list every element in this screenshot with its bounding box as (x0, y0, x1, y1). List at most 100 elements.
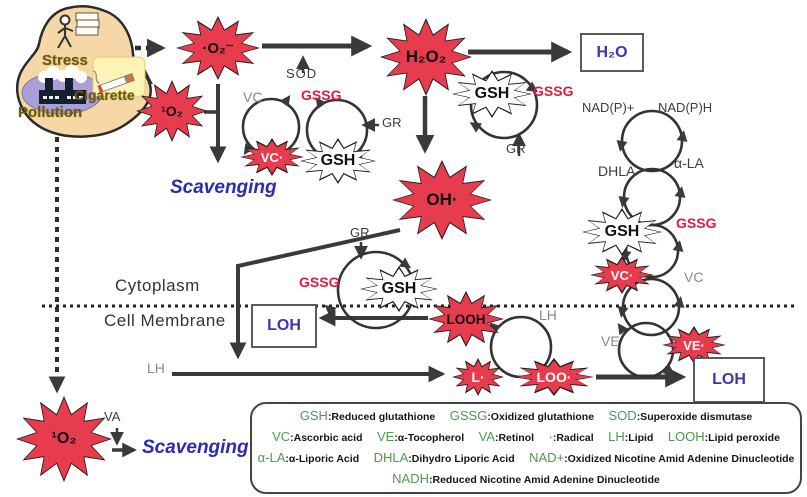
loh-text: LOH (267, 317, 301, 334)
lh-label-left: LH (147, 360, 165, 376)
gssg-label-right: GSSG (676, 215, 717, 231)
cigarette-label: Cigarette (74, 87, 135, 103)
legend-def: :Lipid (624, 432, 654, 444)
vc-label-left: VC (243, 89, 263, 105)
singlet-oxygen-text: ¹O₂ (161, 103, 183, 119)
legend-row: GSH:Reduced glutathione GSSG:Oxidized gl… (295, 406, 757, 427)
hydroxyl-radical-text: OH· (426, 190, 458, 209)
cycle-nadp-la (620, 109, 684, 173)
legend-abbr: NADH (392, 471, 429, 486)
legend-abbr: NAD+ (529, 450, 565, 465)
gssg-label-left: GSSG (301, 87, 342, 103)
legend-item: GSH:Reduced glutathione (300, 407, 436, 424)
gsh-text: GSH (474, 85, 510, 102)
nadp-plus-label: NAD(P)+ (582, 100, 635, 115)
water-box: H₂O (580, 33, 644, 72)
singlet-oxygen-top-starburst: ¹O₂ (136, 80, 208, 142)
legend-item: LH:Lipid (608, 428, 653, 445)
scavenging-label-bottom: Scavenging (142, 437, 249, 458)
legend-def: :Retinol (494, 432, 535, 444)
legend-def: :Ascorbic acid (290, 432, 363, 444)
l-radical-starburst: L· (452, 358, 504, 396)
gsh-badge-right: GSH (582, 208, 662, 256)
legend-item: ·:Radical (549, 428, 594, 445)
sod-label: SOD (286, 66, 318, 81)
legend-row: VC:Ascorbic acid VE:α-Tocopherol VA:Reti… (267, 427, 785, 448)
legend-item: VA:Retinol (479, 428, 534, 445)
legend-abbr: GSSG (449, 408, 488, 423)
cell-membrane-label: Cell Membrane (104, 311, 226, 330)
gr-label-mid: GR (350, 225, 370, 240)
vc-radical-text: VC· (260, 149, 284, 165)
legend-def: :Lipid peroxide (704, 432, 780, 444)
legend-item: GSSG:Oxidized glutathione (450, 407, 594, 424)
legend-item: LOOH:Lipid peroxide (668, 428, 780, 445)
legend-def: :Oxidized glutathione (487, 411, 595, 423)
legend-abbr: LH (608, 429, 625, 444)
singlet-oxygen-bottom-starburst: ¹O₂ (16, 396, 112, 482)
legend-item: VE:α-Tocopherol (377, 428, 464, 445)
legend-item: NADH:Reduced Nicotine Amid Adenine Dinuc… (392, 470, 660, 487)
legend-def: :α-Tocopherol (394, 432, 465, 444)
legend-def: :Dihydro Liporic Acid (408, 453, 515, 465)
hydrogen-peroxide-starburst: H₂O₂ (380, 18, 472, 96)
pollution-factory-icon (21, 65, 103, 115)
l-radical-text: L· (471, 369, 485, 385)
legend-abbr: α-LA (257, 450, 286, 465)
legend-abbr: VA (478, 429, 495, 444)
legend-def: :Oxidized Nicotine Amid Adenine Dinucleo… (564, 453, 795, 465)
looh-text: LOOH (446, 311, 486, 327)
gsh-text: GSH (320, 152, 356, 169)
vc-radical-left-starburst: VC· (240, 138, 304, 176)
legend-abbr: VC (272, 429, 291, 444)
legend-box: GSH:Reduced glutathione GSSG:Oxidized gl… (250, 402, 802, 494)
legend-abbr: SOD (608, 408, 637, 423)
gsh-text: GSH (604, 223, 640, 240)
loh-box-bottom: LOH (693, 357, 765, 403)
legend-def: :α-Liporic Acid (285, 453, 360, 465)
ve-label: VE (601, 333, 620, 349)
ve-radical-starburst: VE· (662, 326, 726, 364)
legend-item: NAD+:Oxidized Nicotine Amid Adenine Dinu… (529, 449, 794, 466)
loh-text: LOH (712, 371, 746, 388)
legend-abbr: LOOH (667, 429, 705, 444)
hydrogen-peroxide-text: H₂O₂ (405, 47, 447, 66)
legend-def: :Reduced Nicotine Amid Adenine Dinucleot… (429, 474, 660, 486)
gsh-badge-topright: GSH (452, 70, 532, 118)
loo-radical-starburst: LOO· (514, 358, 594, 396)
water-text: H₂O (596, 43, 628, 61)
superoxide-starburst: ·O₂⁻ (176, 16, 260, 80)
stress-icon (57, 12, 100, 49)
legend-item: DHLA:Dihydro Liporic Acid (374, 449, 515, 466)
gssg-label-topright: GSSG (533, 83, 574, 99)
gssg-label-mid: GSSG (299, 274, 340, 290)
ve-radical-text: VE· (683, 337, 705, 353)
stress-label: Stress (42, 52, 88, 69)
gsh-badge-left: GSH (300, 138, 376, 184)
nadp-h-label: NAD(P)H (658, 100, 713, 115)
legend-abbr: DHLA (373, 450, 409, 465)
legend-def: :Radical (552, 432, 594, 444)
legend-abbr: GSH (299, 408, 328, 423)
legend-def: :Superoxide dismutase (636, 411, 753, 423)
stress-source-blob: Stress Cigarette Pollution (6, 2, 158, 144)
cytoplasm-label: Cytoplasm (115, 276, 200, 295)
superoxide-text: ·O₂⁻ (202, 40, 234, 57)
gsh-badge-mid: GSH (360, 266, 438, 312)
dhla-label: DHLA (598, 163, 636, 179)
vc-radical-right-text: VC· (610, 267, 634, 283)
vc-radical-right-starburst: VC· (590, 256, 654, 294)
cigarette-icon (92, 56, 146, 98)
gsh-text: GSH (381, 280, 417, 297)
legend-item: SOD:Superoxide dismutase (609, 407, 753, 424)
hydroxyl-radical-starburst: OH· (392, 160, 492, 240)
pollution-label: Pollution (18, 104, 83, 121)
legend-row: α-LA:α-Liporic Acid DHLA:Dihydro Liporic… (253, 448, 800, 469)
loh-box-membrane: LOH (251, 304, 317, 348)
gr-label-left: GR (382, 115, 402, 130)
legend-item: VC:Ascorbic acid (272, 428, 362, 445)
vc-label-right: VC (684, 269, 704, 285)
gr-label-topright: GR (506, 141, 526, 156)
scavenging-label-top: Scavenging (170, 177, 277, 198)
